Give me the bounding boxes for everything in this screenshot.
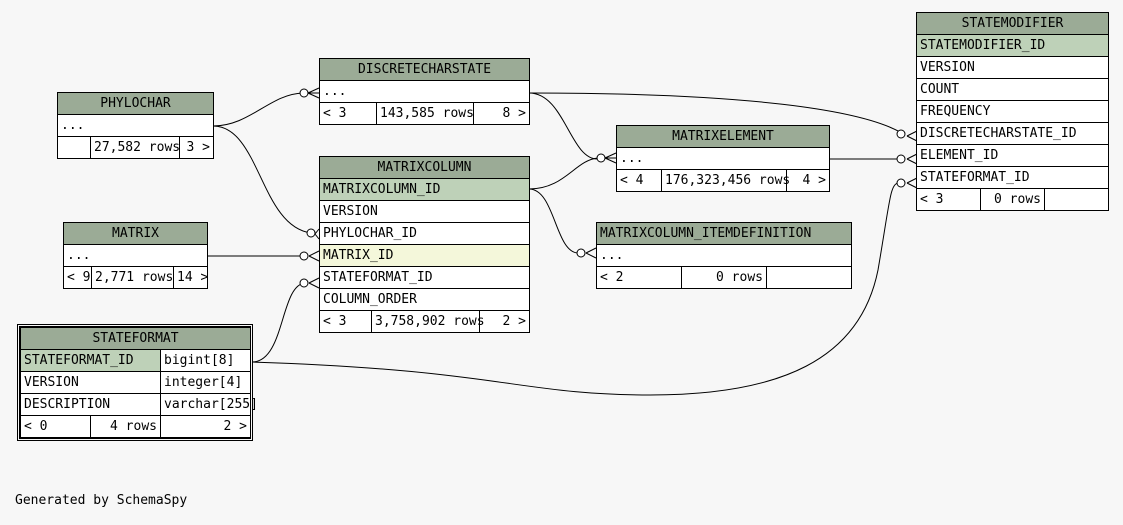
parent-count: < 3 <box>319 310 372 333</box>
table-title[interactable]: PHYLOCHAR <box>56 92 215 115</box>
row-count: 143,585 rows <box>376 102 474 125</box>
child-count: 2 > <box>479 310 530 333</box>
column-row[interactable]: ... <box>62 244 209 267</box>
row-count: 2,771 rows <box>91 266 174 289</box>
column-row[interactable]: DESCRIPTION <box>20 393 161 416</box>
table-phylochar[interactable]: PHYLOCHAR ... 27,582 rows 3 > <box>56 92 215 159</box>
parent-count: < 3 <box>916 188 981 211</box>
edge-discretecharstate-matrixelement <box>528 92 599 160</box>
crowfoot-discretecharstate <box>307 87 320 99</box>
edge-stateformat-statemodifier <box>251 182 899 396</box>
table-title[interactable]: STATEFORMAT <box>20 327 251 350</box>
column-type: bigint[8] <box>160 349 251 372</box>
column-type: integer[4] <box>160 371 251 394</box>
edge-matrixcolumn-matrixelement <box>528 157 599 190</box>
column-row[interactable]: VERSION <box>319 200 530 223</box>
column-row[interactable]: STATEFORMAT_ID <box>916 166 1109 189</box>
parent-count: < 0 <box>20 415 91 438</box>
parent-count: < 2 <box>596 266 682 289</box>
row-count: 4 rows <box>90 415 161 438</box>
primary-key-row[interactable]: MATRIXCOLUMN_ID <box>319 178 530 201</box>
child-count: 2 > <box>160 415 251 438</box>
column-row[interactable]: VERSION <box>916 56 1109 79</box>
table-title[interactable]: MATRIXCOLUMN <box>319 156 530 179</box>
table-title[interactable]: MATRIXELEMENT <box>616 125 830 148</box>
column-row[interactable]: STATEFORMAT_ID <box>319 266 530 289</box>
column-row[interactable]: ... <box>595 244 853 267</box>
row-count: 0 rows <box>980 188 1045 211</box>
column-row[interactable]: ... <box>319 80 530 103</box>
child-count: 4 > <box>786 169 830 192</box>
edge-matrixcolumn-itemdef <box>528 188 579 254</box>
column-row[interactable]: DISCRETECHARSTATE_ID <box>916 122 1109 145</box>
table-matrixelement[interactable]: MATRIXELEMENT ... < 4 176,323,456 rows 4… <box>616 125 830 192</box>
table-title[interactable]: DISCRETECHARSTATE <box>319 58 530 81</box>
edge-phylochar-discretecharstate <box>212 92 304 127</box>
highlighted-column-row[interactable]: MATRIX_ID <box>319 244 530 267</box>
table-title[interactable]: MATRIX <box>62 222 209 245</box>
column-row[interactable]: ELEMENT_ID <box>916 144 1109 167</box>
column-row[interactable]: ... <box>56 114 215 137</box>
primary-key-row[interactable]: STATEFORMAT_ID <box>20 349 161 372</box>
edge-phylochar-matrixcolumn <box>212 125 312 234</box>
row-count: 27,582 rows <box>90 136 180 159</box>
table-matrixcolumn-itemdefinition[interactable]: MATRIXCOLUMN_ITEMDEFINITION ... < 2 0 ro… <box>595 222 853 289</box>
child-count: 3 > <box>178 136 215 159</box>
table-matrixcolumn[interactable]: MATRIXCOLUMN MATRIXCOLUMN_ID VERSION PHY… <box>319 156 530 333</box>
column-row[interactable]: ... <box>616 147 830 170</box>
column-row[interactable]: COUNT <box>916 78 1109 101</box>
column-row[interactable]: VERSION <box>20 371 161 394</box>
parent-count <box>57 136 91 159</box>
crowfoot-circle <box>299 88 309 98</box>
row-count: 3,758,902 rows <box>371 310 485 333</box>
parent-count: < 9 <box>63 266 92 289</box>
generated-by-footer: Generated by SchemaSpy <box>15 493 188 508</box>
child-count <box>1044 188 1109 211</box>
column-row[interactable]: FREQUENCY <box>916 100 1109 123</box>
table-discretecharstate[interactable]: DISCRETECHARSTATE ... < 3 143,585 rows 8… <box>319 58 530 125</box>
table-title[interactable]: MATRIXCOLUMN_ITEMDEFINITION <box>595 222 853 245</box>
row-count: 176,323,456 rows <box>661 169 790 192</box>
edge-stateformat-matrixcolumn <box>251 282 306 363</box>
child-count: 14 > <box>172 266 208 289</box>
column-row[interactable]: COLUMN_ORDER <box>319 288 530 311</box>
row-count: 0 rows <box>681 266 767 289</box>
child-count: 8 > <box>473 102 530 125</box>
table-matrix[interactable]: MATRIX ... < 9 2,771 rows 14 > <box>62 222 209 289</box>
parent-count: < 3 <box>319 102 377 125</box>
focused-table-frame: STATEFORMAT STATEFORMAT_ID bigint[8] VER… <box>17 324 258 441</box>
table-title[interactable]: STATEMODIFIER <box>916 12 1109 35</box>
child-count <box>765 266 853 289</box>
column-row[interactable]: PHYLOCHAR_ID <box>319 222 530 245</box>
column-type: varchar[255] <box>160 393 258 416</box>
primary-key-row[interactable]: STATEMODIFIER_ID <box>916 34 1109 57</box>
parent-count: < 4 <box>616 169 662 192</box>
table-stateformat[interactable]: STATEFORMAT STATEFORMAT_ID bigint[8] VER… <box>20 327 258 438</box>
edge-discretecharstate-statemodifier <box>528 92 901 133</box>
table-statemodifier[interactable]: STATEMODIFIER STATEMODIFIER_ID VERSION C… <box>916 12 1109 211</box>
